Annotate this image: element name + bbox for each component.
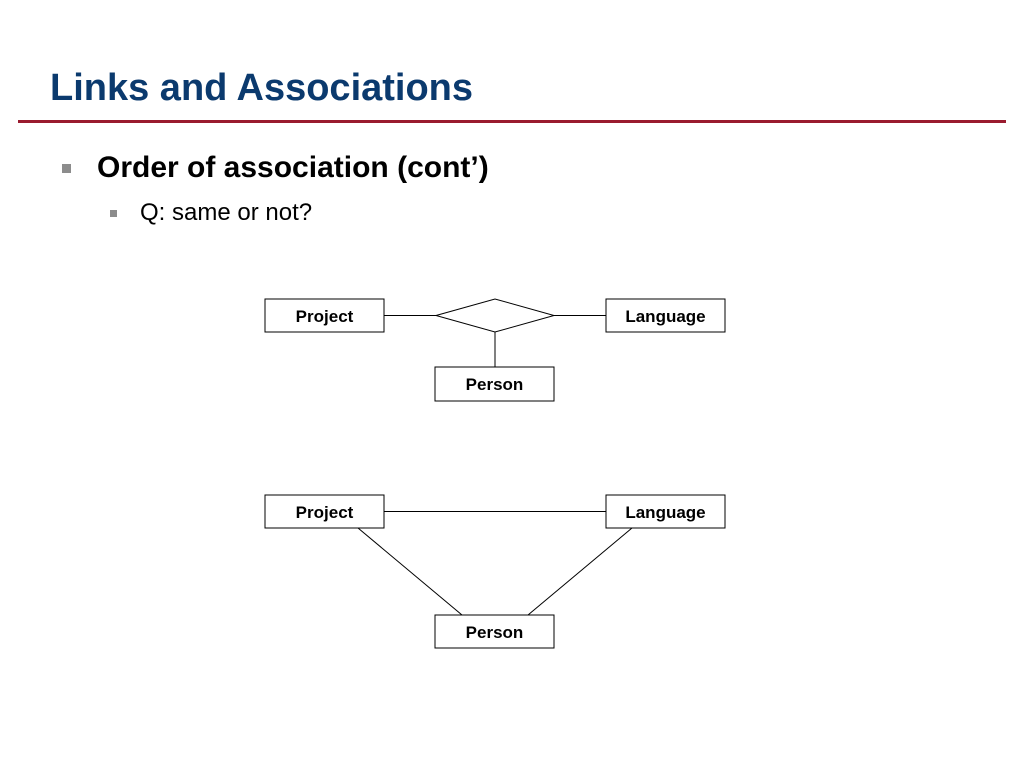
class-label-person: Person	[466, 375, 524, 394]
sub-bullet-text: Q: same or not?	[140, 199, 313, 226]
class-box-frame	[434, 366, 555, 402]
association-diamond	[434, 298, 556, 333]
edge-project-to-person	[357, 527, 463, 616]
class-label-person: Person	[466, 623, 524, 642]
class-box-frame	[264, 494, 385, 529]
class-box-language: Language	[605, 494, 726, 529]
class-label-language: Language	[625, 503, 705, 522]
edge-language-to-person	[527, 527, 633, 616]
class-box-frame	[605, 298, 726, 333]
bullet-item-order-of-association: Order of association (cont’)	[62, 151, 489, 185]
slide-title: Links and Associations	[50, 67, 474, 109]
class-box-frame	[264, 298, 385, 333]
square-bullet-icon	[62, 163, 71, 173]
ternary-association-diagram: Project Language Person	[264, 298, 726, 402]
class-box-frame	[434, 614, 555, 649]
class-box-project: Project	[264, 298, 385, 333]
bullet-text: Order of association (cont’)	[97, 151, 489, 184]
class-label-language: Language	[625, 307, 705, 326]
square-bullet-icon	[110, 209, 117, 217]
title-divider	[18, 120, 1006, 123]
class-label-project: Project	[296, 307, 354, 326]
class-box-language: Language	[605, 298, 726, 333]
class-box-frame	[605, 494, 726, 529]
class-box-person: Person	[434, 366, 555, 402]
class-box-person: Person	[434, 614, 555, 649]
binary-associations-diagram: Project Language Person	[264, 494, 726, 649]
class-label-project: Project	[296, 503, 354, 522]
sub-bullet-item-question: Q: same or not?	[110, 199, 312, 227]
class-box-project: Project	[264, 494, 385, 529]
